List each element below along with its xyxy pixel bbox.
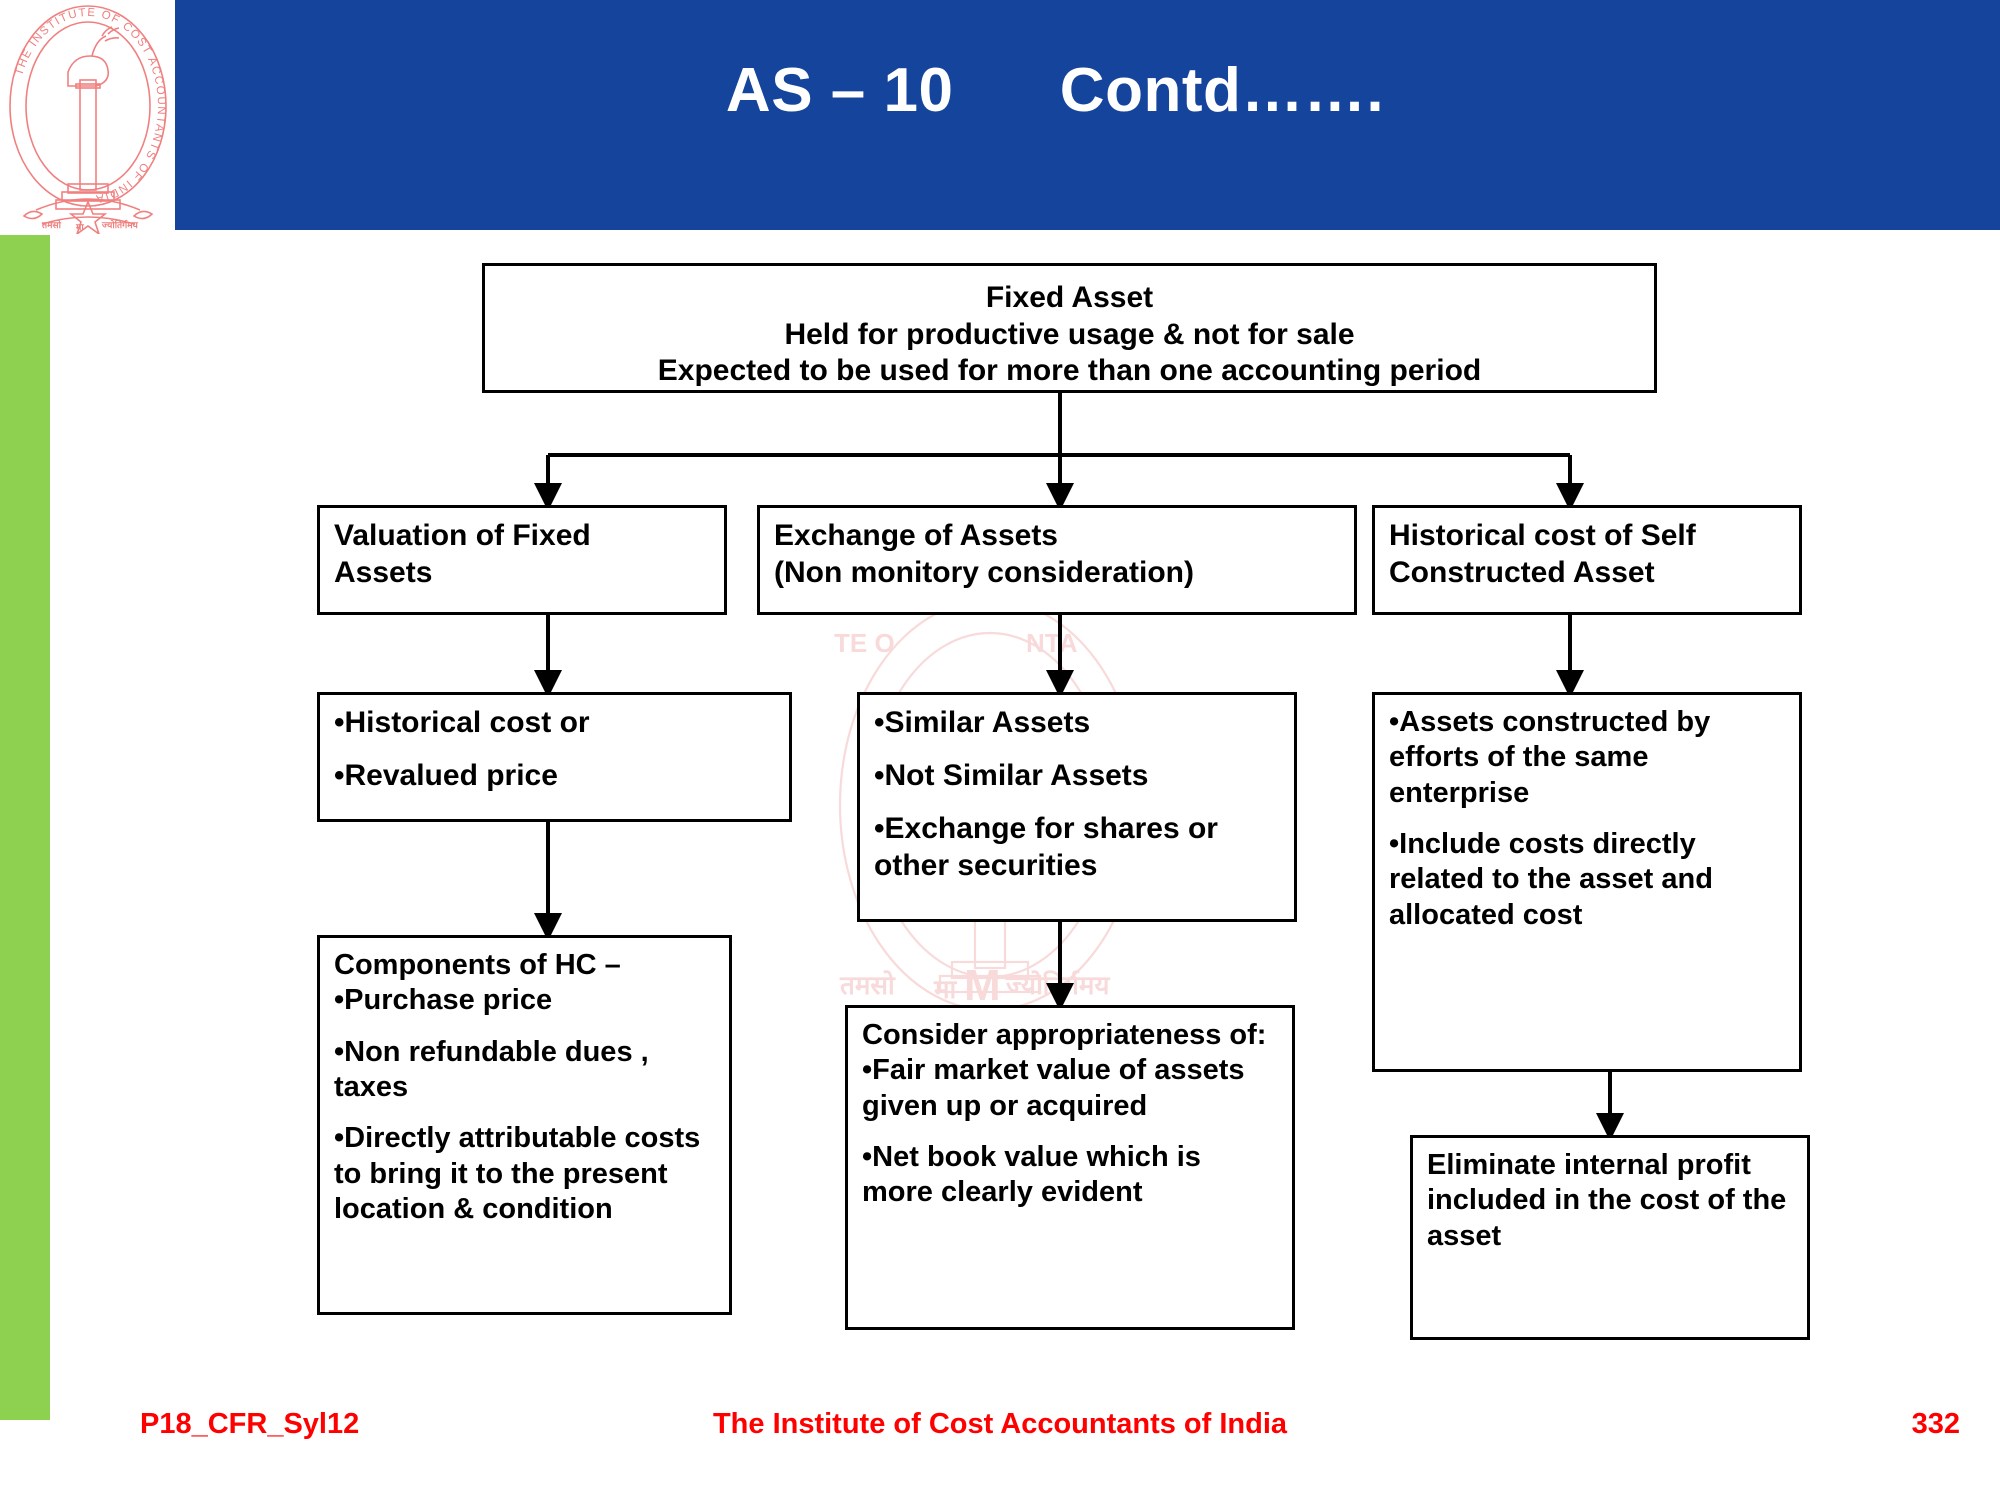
node-exchange-line-2: (Non monitory consideration) <box>774 555 1194 589</box>
bullet-purchase-price: •Purchase price <box>334 984 553 1017</box>
bullet-similar-assets: •Similar Assets <box>874 706 1091 739</box>
node-exchange-of-assets: Exchange of Assets (Non monitory conside… <box>757 505 1357 615</box>
bullet-revalued-price: •Revalued price <box>334 759 558 793</box>
page-title: AS – 10 Contd……. <box>725 56 1385 125</box>
footer: P18_CFR_Syl12 The Institute of Cost Acco… <box>0 1408 2000 1468</box>
footer-paper-code: P18_CFR_Syl12 <box>140 1408 360 1440</box>
node-historical-line-1: Historical cost of Self <box>1389 519 1696 552</box>
node-eliminate-internal-profit: Eliminate internal profit included in th… <box>1410 1135 1810 1340</box>
node-historical-line-2: Constructed Asset <box>1389 555 1655 589</box>
bullet-exchange-for-shares: •Exchange for shares or other securities <box>874 812 1227 882</box>
bullet-not-similar-assets: •Not Similar Assets <box>874 759 1149 793</box>
svg-text:मा: मा <box>75 222 84 232</box>
node-valuation-of-fixed-assets: Valuation of Fixed Assets <box>317 505 727 615</box>
node-fixed-asset-line-2: Held for productive usage & not for sale <box>784 317 1355 351</box>
node-historical-cost-or-revalued: •Historical cost or •Revalued price <box>317 692 792 822</box>
node-historical-cost-self-constructed: Historical cost of Self Constructed Asse… <box>1372 505 1802 615</box>
node-fixed-asset-line-1: Fixed Asset <box>985 281 1154 314</box>
node-eliminate-text: Eliminate internal profit included in th… <box>1427 1149 1795 1252</box>
node-consider-heading: Consider appropriateness of: <box>862 1019 1267 1051</box>
footer-page-number: 332 <box>1911 1408 1960 1440</box>
bullet-non-refundable-dues: •Non refundable dues , taxes <box>334 1035 657 1104</box>
bullet-directly-attributable-costs: •Directly attributable costs to bring it… <box>334 1122 709 1226</box>
bullet-net-book-value: •Net book value which is more clearly ev… <box>862 1141 1209 1209</box>
logo-block: तमसो मा ज्योतिर्गमय THE INSTITUTE OF COS… <box>0 0 175 235</box>
node-consider-appropriateness: Consider appropriateness of: •Fair marke… <box>845 1005 1295 1330</box>
node-assets-constructed: •Assets constructed by efforts of the sa… <box>1372 692 1802 1072</box>
bullet-include-costs-directly: •Include costs directly related to the a… <box>1389 828 1721 931</box>
node-exchange-line-1: Exchange of Assets <box>774 519 1058 552</box>
node-valuation-line-1: Valuation of Fixed <box>334 519 591 552</box>
node-fixed-asset-line-3: Expected to be used for more than one ac… <box>657 354 1482 388</box>
sidebar-accent-bar <box>0 235 50 1420</box>
node-similar-assets: •Similar Assets •Not Similar Assets •Exc… <box>857 692 1297 922</box>
bullet-assets-constructed-by-efforts: •Assets constructed by efforts of the sa… <box>1389 706 1719 809</box>
institute-logo-icon: तमसो मा ज्योतिर्गमय THE INSTITUTE OF COS… <box>9 5 167 234</box>
header-band <box>175 0 2000 230</box>
node-components-of-hc: Components of HC – •Purchase price •Non … <box>317 935 732 1315</box>
bullet-fair-market-value: •Fair market value of assets given up or… <box>862 1054 1253 1122</box>
node-valuation-line-2: Assets <box>334 555 433 589</box>
footer-institute-name: The Institute of Cost Accountants of Ind… <box>712 1408 1288 1440</box>
bullet-historical-cost-or: •Historical cost or <box>334 706 590 739</box>
node-fixed-asset: Fixed Asset Held for productive usage & … <box>482 263 1657 393</box>
node-components-heading: Components of HC – <box>334 949 621 981</box>
svg-text:ज्योतिर्गमय: ज्योतिर्गमय <box>101 219 139 230</box>
svg-text:तमसो: तमसो <box>41 219 62 230</box>
